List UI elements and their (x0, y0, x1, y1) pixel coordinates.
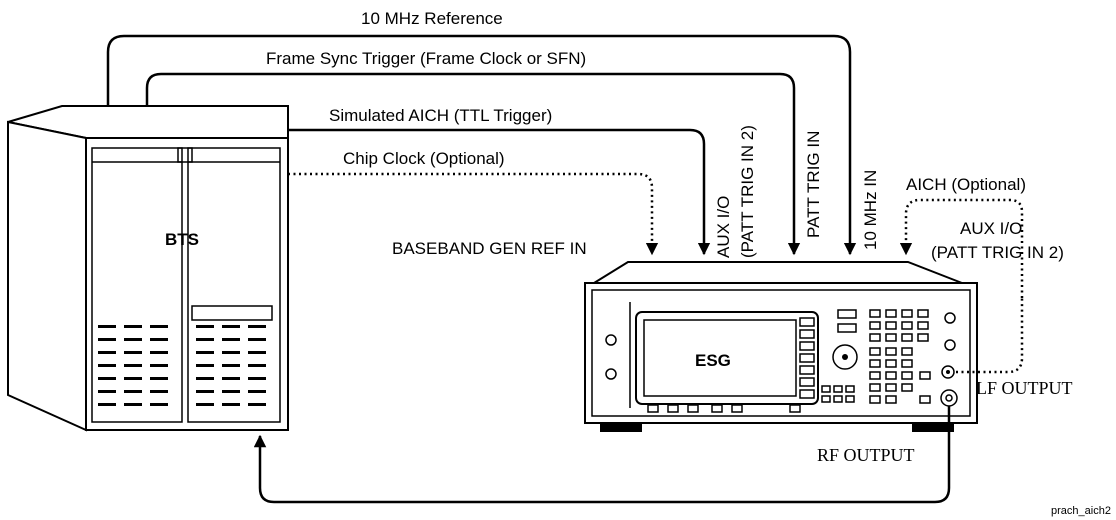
aich-optional-wire (899, 198, 1024, 298)
lf-output-label: LF OUTPUT (976, 378, 1073, 398)
bottom-keys (647, 404, 801, 413)
aich-optional-label: AICH (Optional) (906, 175, 1026, 194)
bts-cabinet: BTS (7, 105, 289, 432)
mhz-in-label: 10 MHz IN (861, 170, 880, 250)
rf-output-label: RF OUTPUT (817, 445, 915, 465)
aux-io-port-label: AUX I/O (714, 196, 733, 258)
lf-output-connector (941, 365, 955, 379)
front-panel-keypad (821, 309, 956, 404)
ref-10mhz-wire (106, 34, 857, 256)
aux-io-patt-trig-label: (PATT TRIG IN 2) (738, 125, 757, 258)
chip-clock-label: Chip Clock (Optional) (343, 149, 505, 168)
figure-id: prach_aich2 (1051, 505, 1111, 517)
aux-io-right-patt-trig-label: (PATT TRIG IN 2) (931, 243, 1064, 262)
baseband-gen-ref-in-label: BASEBAND GEN REF IN (392, 239, 587, 258)
esg-label: ESG (695, 351, 731, 370)
ref-10mhz-label: 10 MHz Reference (361, 9, 503, 28)
patt-trig-in-label: PATT TRIG IN (804, 131, 823, 238)
rf-output-wire (253, 406, 951, 504)
frame-sync-wire (145, 72, 801, 256)
simulated-aich-label: Simulated AICH (TTL Trigger) (329, 106, 552, 125)
esg-instrument: ESG (584, 261, 978, 432)
softkey-column (799, 317, 815, 399)
bts-vent-grille (98, 325, 266, 406)
simulated-aich-wire (288, 128, 711, 256)
bts-label: BTS (165, 230, 199, 249)
frame-sync-label: Frame Sync Trigger (Frame Clock or SFN) (266, 49, 586, 68)
aux-io-right-label: AUX I/O (960, 219, 1022, 238)
